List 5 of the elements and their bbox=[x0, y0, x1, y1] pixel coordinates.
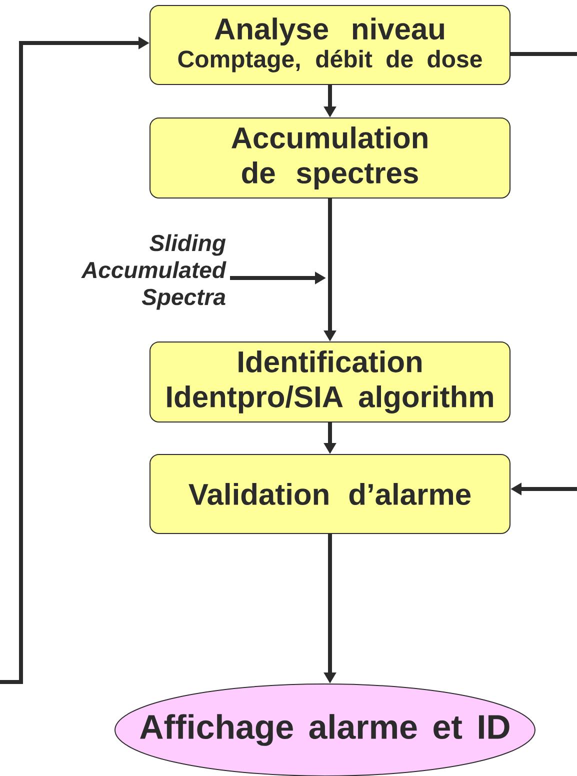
process-box: Analyse niveau Comptage, débit de dose bbox=[150, 5, 510, 85]
note-text: Sliding Accumulated Spectra bbox=[81, 234, 226, 310]
process-box: Validation d’alarme bbox=[150, 454, 510, 534]
process-box: Identification Identpro/SIA algorithm bbox=[150, 342, 510, 422]
process-box: Accumulation de spectres bbox=[150, 118, 510, 198]
